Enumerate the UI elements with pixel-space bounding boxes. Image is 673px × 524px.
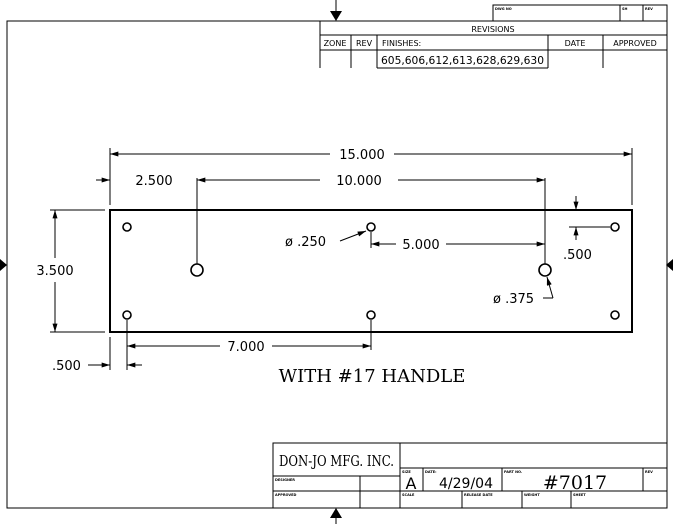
dim-handle-spacing: 10.000 (336, 174, 382, 189)
title-block: DON-JO MFG. INC. DESIGNER APPROVED SIZE … (272, 442, 668, 509)
dim-small-hole: ø .250 (285, 235, 326, 250)
revision-block: DWG NO SH REV REVISIONS ZONE REV FINISHE… (319, 4, 668, 69)
dimensions: 15.000 2.500 10.000 3.500 ø .250 5.000 .… (36, 148, 633, 374)
left-arrow-icon (0, 259, 7, 271)
release-date-label: RELEASE DATE (464, 493, 493, 497)
size-label: SIZE (402, 470, 411, 474)
dim-height: 3.500 (36, 264, 73, 279)
dim-hole-spacing: 5.000 (402, 238, 439, 253)
col-date: DATE (565, 39, 586, 48)
mounting-holes (122, 222, 620, 320)
dim-overall-length: 15.000 (339, 148, 385, 163)
approved-label: APPROVED (275, 493, 297, 497)
dim-edge-offset-bottom: .500 (52, 359, 81, 374)
dim-hole-span: 7.000 (227, 340, 264, 355)
part-no-label: PART NO. (504, 470, 522, 474)
drawing-border (6, 20, 668, 509)
col-rev: REV (356, 39, 373, 48)
plate-outline (109, 209, 633, 333)
handle-note: WITH #17 HANDLE (279, 366, 466, 387)
dwg-no-label: DWG NO (495, 7, 512, 11)
dim-edge-offset-right: .500 (563, 248, 592, 263)
bottom-arrow-icon (330, 508, 342, 518)
part-no-value: #7017 (543, 472, 607, 494)
rev-label: REV (645, 470, 653, 474)
weight-label: WEIGHT (524, 493, 540, 497)
size-value: A (406, 474, 417, 493)
company-name: DON-JO MFG. INC. (279, 452, 394, 470)
date-value: 4/29/04 (439, 476, 493, 492)
revisions-title: REVISIONS (471, 25, 514, 34)
top-arrow-icon (330, 11, 342, 21)
dim-large-hole: ø .375 (493, 292, 534, 307)
col-finishes: FINISHES: (382, 39, 421, 48)
scale-label: SCALE (402, 493, 415, 497)
designer-label: DESIGNER (275, 478, 295, 482)
finishes-list: 605,606,612,613,628,629,630 (381, 54, 544, 67)
date-label: DATE: (425, 470, 437, 474)
dim-left-offset: 2.500 (135, 174, 172, 189)
handle-holes (190, 263, 552, 277)
sheet-label: SHEET (573, 493, 586, 497)
rev-top-label: REV (645, 7, 653, 11)
right-arrow-icon (666, 259, 673, 271)
sh-label: SH (622, 7, 628, 11)
col-zone: ZONE (324, 39, 347, 48)
plate (109, 209, 633, 333)
col-approved: APPROVED (613, 39, 657, 48)
